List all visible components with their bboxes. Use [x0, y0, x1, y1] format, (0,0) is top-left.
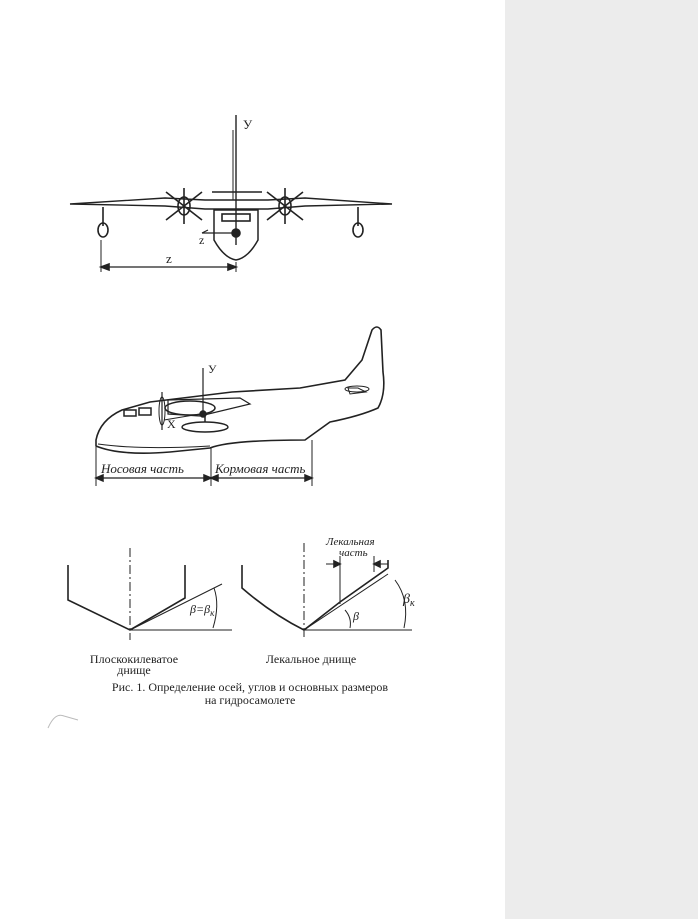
front-z-dimension-label: z — [166, 251, 172, 266]
document-page — [0, 0, 505, 919]
scan-mark — [47, 714, 79, 729]
side-x-axis-label: X — [167, 417, 176, 431]
front-y-axis-label: У — [243, 117, 253, 132]
bow-section-label: Носовая часть — [100, 461, 184, 476]
flat-bottom-name-line1: Плоскокилеватое — [90, 652, 178, 666]
flat-angle-label: β=βк — [189, 602, 215, 618]
figure-caption-line2: на гидросамолете — [204, 693, 296, 707]
viewer-side-panel — [505, 0, 698, 919]
curved-section-label-line1: Лекальная — [325, 536, 375, 548]
stern-section-label: Кормовая часть — [214, 461, 305, 476]
side-view — [94, 326, 385, 486]
figure-caption-line1: Рис. 1. Определение осей, углов и основн… — [111, 680, 389, 694]
curved-section-label-line2: часть — [339, 547, 368, 559]
side-y-axis-label: У — [208, 362, 217, 376]
curved-bottom-section — [241, 543, 412, 640]
front-view — [69, 115, 393, 272]
curved-betak-label: βк — [402, 592, 415, 609]
flat-bottom-name-line2: днище — [117, 663, 151, 677]
curved-beta-label: β — [352, 609, 359, 623]
curved-bottom-name: Лекальное днище — [266, 652, 356, 666]
front-z-vector-label: z — [199, 233, 204, 247]
flat-v-bottom-section — [67, 548, 232, 640]
figure-drawing: У z z У X Носов — [47, 115, 415, 729]
